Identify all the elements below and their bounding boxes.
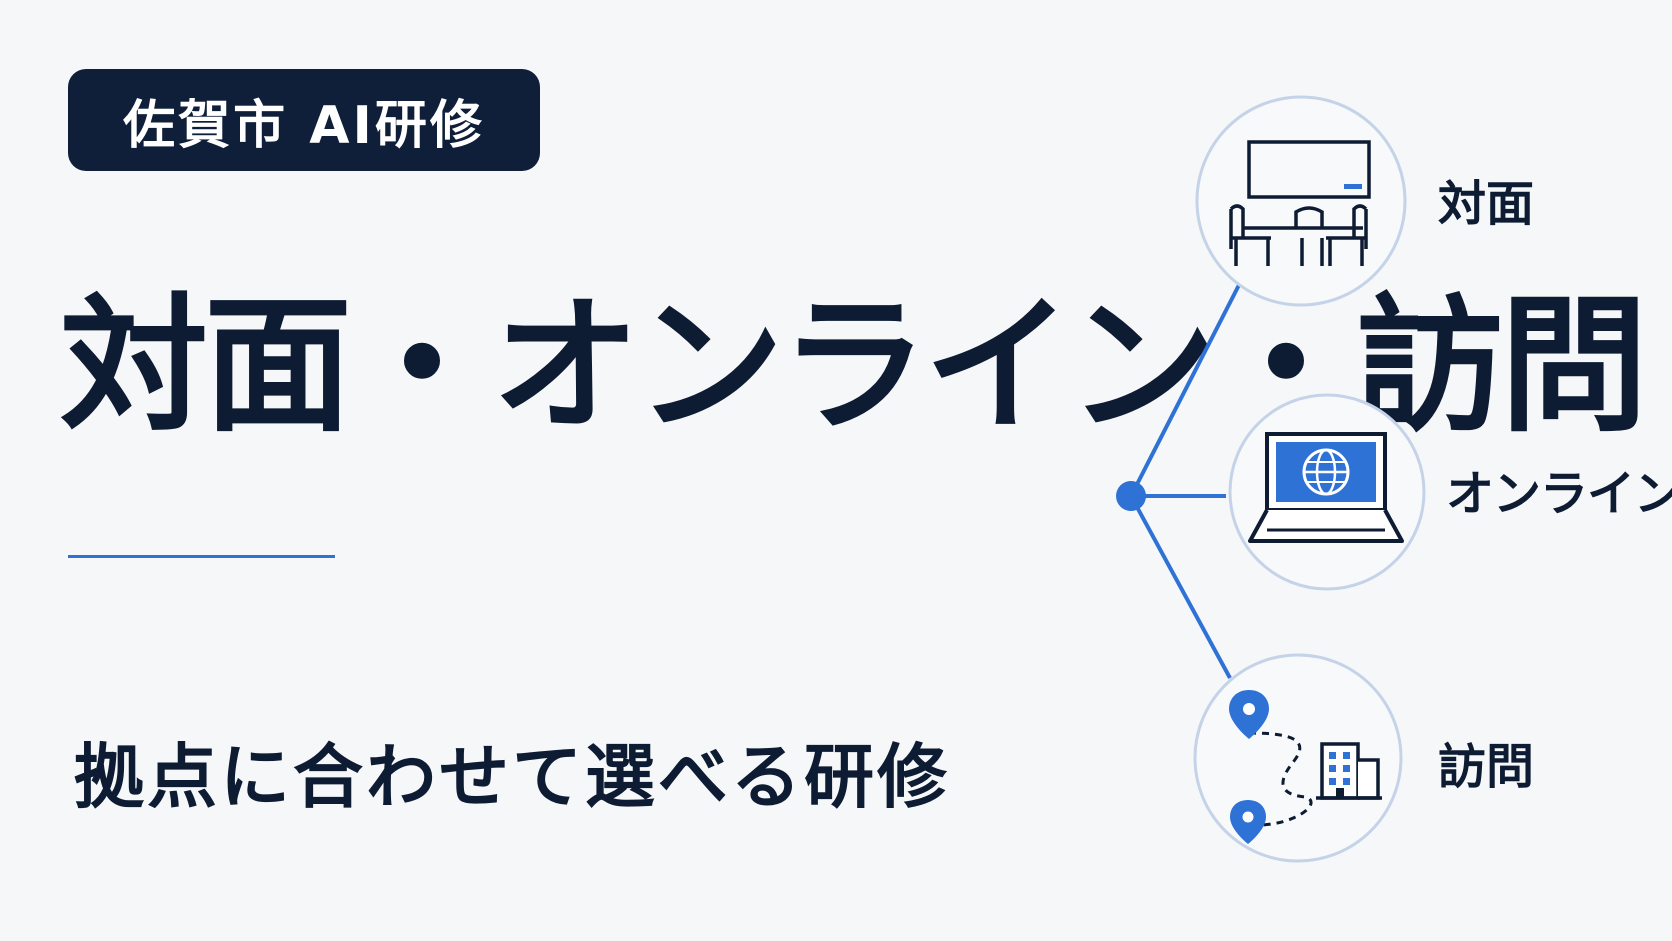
subheadline: 拠点に合わせて選べる研修 [74, 736, 950, 818]
branch-node [1116, 481, 1146, 511]
accent-divider [68, 555, 335, 558]
connector-line-1 [1129, 282, 1242, 497]
option-label-in-person: 対面 [1438, 176, 1535, 232]
laptop-globe-icon [1248, 432, 1404, 543]
option-label-visit: 訪問 [1438, 739, 1535, 795]
option-circle-visit [1193, 653, 1403, 863]
option-label-online: オンライン [1446, 466, 1672, 522]
connector-line-3 [1129, 495, 1232, 679]
option-circle-in-person [1195, 95, 1407, 307]
title-badge: 佐賀市 AI研修 [68, 69, 540, 171]
meeting-room-icon [1229, 140, 1371, 266]
map-route-building-icon [1229, 690, 1382, 844]
badge-label: 佐賀市 AI研修 [123, 95, 485, 156]
